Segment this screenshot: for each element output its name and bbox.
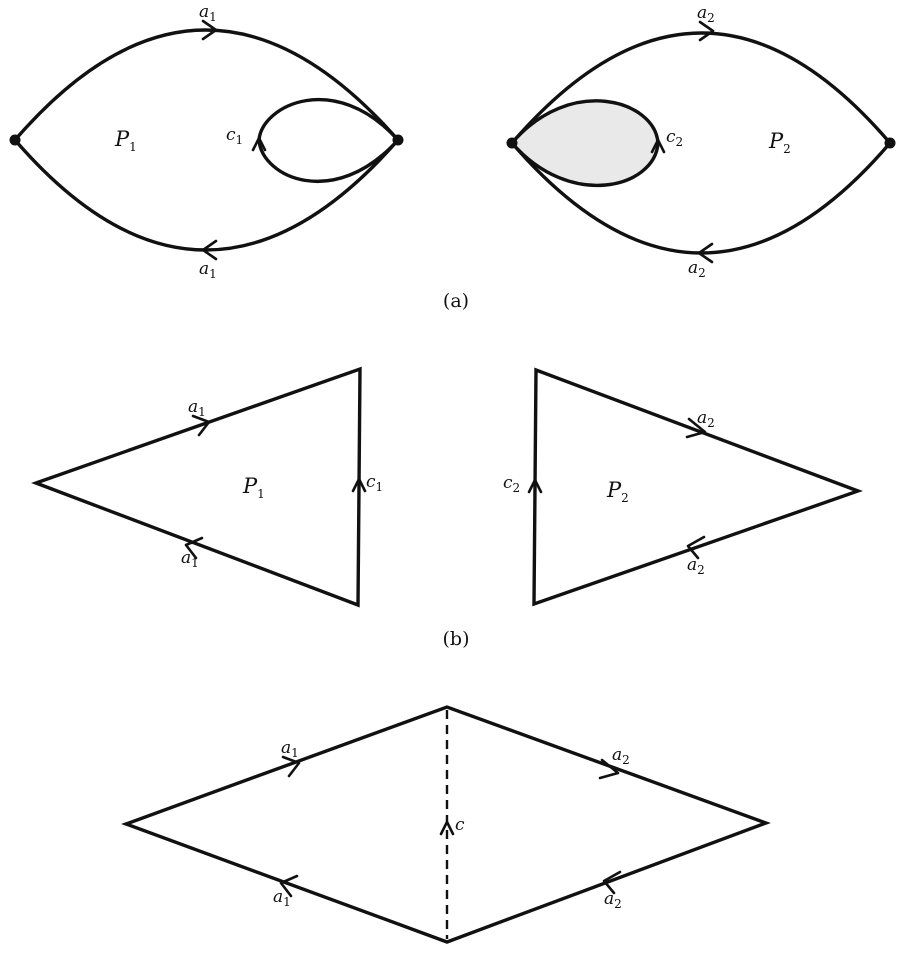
vertex-left-b xyxy=(506,137,518,149)
arrow-a1-lower-b xyxy=(184,536,204,560)
lens-p2-top-edge xyxy=(510,31,892,145)
label-a1-top: a1 xyxy=(199,2,217,24)
arrow-a1-top xyxy=(201,19,218,41)
lens-p1-top-edge xyxy=(13,28,400,142)
arrow-a1-upper-c xyxy=(281,755,301,778)
rhombus xyxy=(121,705,771,944)
arrow-c2-b xyxy=(527,478,543,494)
figure-b: a1 a1 c1 P1 a2 a2 c2 P2 (b) xyxy=(31,366,863,650)
label-a1-upper-b: a1 xyxy=(188,397,206,419)
label-a2-top: a2 xyxy=(697,3,715,25)
arrow-a1-upper-b xyxy=(191,414,211,437)
label-c2: c2 xyxy=(666,127,683,149)
arrow-a1-bottom xyxy=(201,239,218,261)
label-a2-upper-b: a2 xyxy=(697,408,715,430)
arrow-a2-bottom xyxy=(697,242,714,264)
vertex-right-a xyxy=(392,134,404,146)
label-c: c xyxy=(455,815,465,835)
label-a2-upper-c: a2 xyxy=(612,745,630,767)
arrow-c1-b xyxy=(351,477,367,493)
label-p2-a: P2 xyxy=(768,129,791,156)
arrow-a1-lower-c xyxy=(279,874,299,898)
arrow-a2-lower-c xyxy=(602,870,622,895)
label-a1-bottom: a1 xyxy=(199,259,217,281)
arrow-a2-upper-c xyxy=(598,758,620,780)
label-p1-a: P1 xyxy=(114,127,137,154)
loop-c2 xyxy=(509,99,660,188)
label-c2-b: c2 xyxy=(503,473,520,495)
figure-c: a1 a1 a2 a2 c xyxy=(121,705,771,944)
label-c1-b: c1 xyxy=(366,472,383,494)
arrow-c xyxy=(439,820,455,836)
label-a1-upper-c: a1 xyxy=(281,738,299,760)
loop-c1 xyxy=(257,97,401,183)
lens-p1-bottom-edge xyxy=(13,138,400,252)
arrow-c2 xyxy=(650,138,666,154)
triangle-p2 xyxy=(532,367,863,607)
triangle-p1 xyxy=(31,366,362,608)
label-a2-lower-b: a2 xyxy=(687,555,705,577)
arrow-c1 xyxy=(251,136,267,152)
label-p2-b: P2 xyxy=(606,478,629,505)
label-c1: c1 xyxy=(226,125,243,147)
arrow-a2-top xyxy=(698,20,715,42)
label-a1-lower-b: a1 xyxy=(181,548,199,570)
label-a2-bottom: a2 xyxy=(688,258,706,280)
figure-a: a1 a1 c1 P1 a2 a2 c2 P2 (a) xyxy=(9,2,896,312)
label-p1-b: P1 xyxy=(242,474,265,501)
arrow-a2-upper-b xyxy=(685,417,707,439)
label-a1-lower-c: a1 xyxy=(273,887,291,909)
arrow-a2-lower-b xyxy=(686,535,706,560)
vertex-left-a xyxy=(9,134,21,146)
label-a2-lower-c: a2 xyxy=(604,889,622,911)
caption-a: (a) xyxy=(443,290,469,312)
caption-b: (b) xyxy=(443,628,470,650)
vertex-right-b xyxy=(884,137,896,149)
